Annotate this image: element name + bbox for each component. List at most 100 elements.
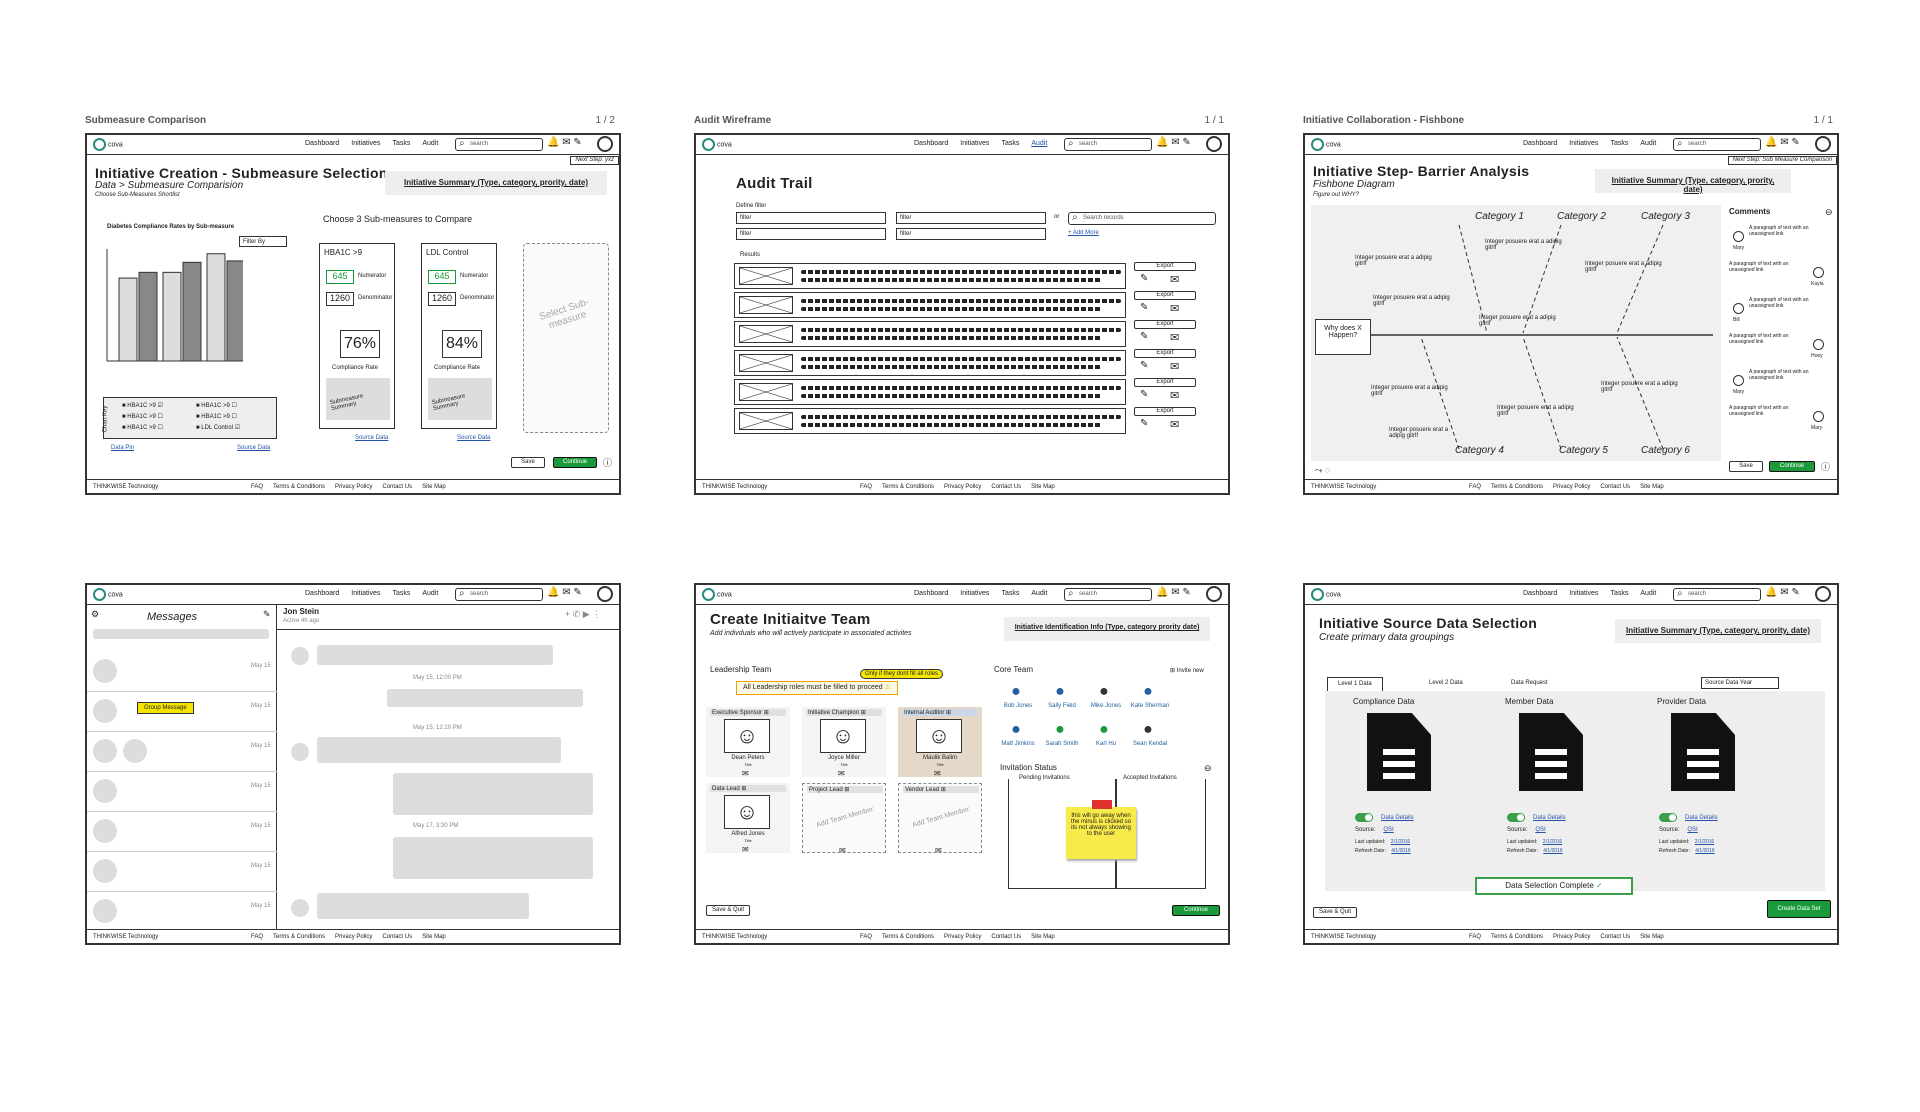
cause-text[interactable]: Integer posuere erat a adipig gitrlf (1485, 239, 1562, 251)
save-button[interactable]: Save (1729, 461, 1763, 472)
bar[interactable] (182, 261, 202, 362)
bar[interactable] (226, 260, 243, 362)
nav-audit[interactable]: Audit (1640, 140, 1657, 147)
updated-date[interactable]: 2/1/2016 (1694, 839, 1715, 845)
envelope-icon[interactable]: ✉ (1170, 361, 1180, 373)
tab-level1[interactable]: Level 1 Data (1327, 677, 1383, 691)
result-row[interactable] (734, 263, 1126, 289)
data-toggle[interactable] (1355, 813, 1373, 822)
refresh-date[interactable]: 4/1/2016 (1391, 848, 1411, 854)
contact-avatar[interactable] (93, 659, 117, 683)
footer-link-contact[interactable]: Contact Us (1600, 934, 1631, 940)
nav-audit[interactable]: Audit (1031, 590, 1048, 597)
bar[interactable] (206, 253, 226, 362)
nav-dashboard[interactable]: Dashboard (305, 590, 340, 597)
nav-dashboard[interactable]: Dashboard (914, 140, 949, 147)
search-input[interactable]: search (1064, 588, 1152, 601)
gear-icon[interactable]: ⚙ (91, 609, 100, 619)
footer-link-contact[interactable]: Contact Us (991, 484, 1022, 490)
minus-icon[interactable]: ⊖ (1204, 763, 1212, 773)
footer-link-contact[interactable]: Contact Us (382, 484, 413, 490)
envelope-icon[interactable]: ✉ (838, 769, 845, 778)
paperclip-icon[interactable]: ✎ (1140, 302, 1149, 313)
person-icon[interactable]: ● (1099, 683, 1109, 700)
comment-text[interactable]: A paragraph of text with an unassigned l… (1749, 369, 1809, 381)
legend-item[interactable]: ■ LDL Control ☑ (196, 425, 241, 431)
initiative-summary[interactable]: Initiative Identification Info (Type, ca… (1004, 617, 1210, 641)
envelope-icon[interactable]: ✉ (742, 769, 749, 778)
create-data-set-button[interactable]: Create Data Set (1767, 900, 1831, 918)
export-button[interactable]: Export (1134, 407, 1196, 416)
refresh-date[interactable]: 4/1/2016 (1695, 848, 1715, 854)
initiative-summary[interactable]: Initiative Summary (Type, category, pror… (385, 171, 607, 195)
comment-text[interactable]: A paragraph of text with an unassigned l… (1749, 297, 1809, 309)
footer-link-terms[interactable]: Terms & Conditions (882, 934, 935, 940)
document-icon[interactable] (1367, 713, 1431, 791)
nav-initiatives[interactable]: Initiatives (351, 590, 381, 597)
continue-button[interactable]: Continue (553, 457, 597, 468)
envelope-icon[interactable]: ✉ (934, 769, 941, 778)
data-details-link[interactable]: Data Details (1533, 815, 1566, 822)
submeasure-card[interactable]: LDL Control 645 Numerator 1260 Denominat… (421, 243, 497, 429)
core-member-name[interactable]: Karl Hu (1095, 741, 1116, 747)
nav-tasks[interactable]: Tasks (392, 140, 411, 147)
nav-audit[interactable]: Audit (422, 140, 439, 147)
core-member-name[interactable]: Sarah Smith (1045, 741, 1079, 747)
contact-avatar[interactable] (123, 739, 147, 763)
next-step-link[interactable]: Next Step: yxz (570, 156, 619, 165)
document-icon[interactable] (1519, 713, 1583, 791)
comment-text[interactable]: A paragraph of text with an unassigned l… (1749, 225, 1809, 237)
nav-tasks[interactable]: Tasks (392, 590, 411, 597)
contact-avatar[interactable] (93, 819, 117, 843)
footer-link-sitemap[interactable]: Site Map (422, 484, 446, 490)
search-input[interactable]: search (1064, 138, 1152, 151)
cause-text[interactable]: Integer posuere erat a adipig gitrlf (1371, 385, 1448, 397)
paperclip-icon[interactable]: ✎ (1140, 331, 1149, 342)
nav-tasks[interactable]: Tasks (1001, 140, 1020, 147)
person-icon[interactable]: ● (1143, 683, 1153, 700)
comment-text[interactable]: A paragraph of text with an unassigned l… (1729, 261, 1789, 273)
legend-item[interactable]: ■ HBA1C >9 ☐ (196, 403, 237, 409)
nav-dashboard[interactable]: Dashboard (1523, 140, 1558, 147)
footer-link-privacy[interactable]: Privacy Policy (335, 934, 373, 940)
cause-text[interactable]: Integer posuere erat a adipig gitrlf (1389, 427, 1449, 439)
envelope-icon[interactable]: ✉ (1170, 419, 1180, 431)
export-button[interactable]: Export (1134, 349, 1196, 358)
next-step-link[interactable]: Next Step: Sub Measure Comparison (1727, 156, 1837, 165)
save-quit-button[interactable]: Save & Quit (1313, 907, 1357, 918)
core-member-name[interactable]: Sean Kendal (1132, 741, 1168, 747)
filter-input[interactable]: filter (896, 212, 1046, 224)
legend-item[interactable]: ■ HBA1C >9 ☑ (122, 403, 163, 409)
data-toggle[interactable] (1659, 813, 1677, 822)
add-more-link[interactable]: + Add More (1068, 230, 1099, 236)
envelope-icon[interactable]: ✉ (742, 845, 749, 854)
header-icons[interactable]: 🔔 ✉ ✎ (1156, 137, 1191, 148)
envelope-icon[interactable]: ✉ (1170, 303, 1180, 315)
source-link[interactable]: QSI (1535, 827, 1546, 833)
source-year-select[interactable]: Source Data Year (1701, 677, 1779, 689)
help-icon[interactable]: ⓘ (603, 458, 613, 468)
core-member-name[interactable]: Mike Jones (1090, 703, 1122, 709)
paperclip-icon[interactable]: ✎ (1140, 418, 1149, 429)
contact-avatar[interactable] (93, 739, 117, 763)
envelope-icon[interactable]: ✉ (1170, 390, 1180, 402)
submeasure-card[interactable]: HBA1C >9 645 Numerator 1260 Denominator … (319, 243, 395, 429)
footer-link-terms[interactable]: Terms & Conditions (1491, 934, 1544, 940)
tab-data-request[interactable]: Data Request (1511, 680, 1548, 686)
nav-tasks[interactable]: Tasks (1610, 590, 1629, 597)
data-details-link[interactable]: Data Details (1381, 815, 1414, 822)
compose-icon[interactable]: ✎ (263, 609, 271, 619)
logo[interactable]: cova (702, 138, 732, 151)
footer-link-sitemap[interactable]: Site Map (422, 934, 446, 940)
footer-link-sitemap[interactable]: Site Map (1640, 484, 1664, 490)
role-card[interactable]: Project Lead ⊞Add Team Member✉ (802, 783, 886, 855)
bar[interactable] (118, 277, 138, 362)
envelope-icon[interactable]: ✉ (839, 846, 846, 855)
data-pin-link[interactable]: Data Pin (111, 445, 135, 451)
legend-item[interactable]: ■ HBA1C >9 ☐ (122, 414, 163, 420)
legend-item[interactable]: ■ HBA1C >9 ☐ (122, 425, 163, 431)
result-row[interactable] (734, 350, 1126, 376)
invite-new-button[interactable]: ⊞ Invite new (1170, 668, 1204, 674)
